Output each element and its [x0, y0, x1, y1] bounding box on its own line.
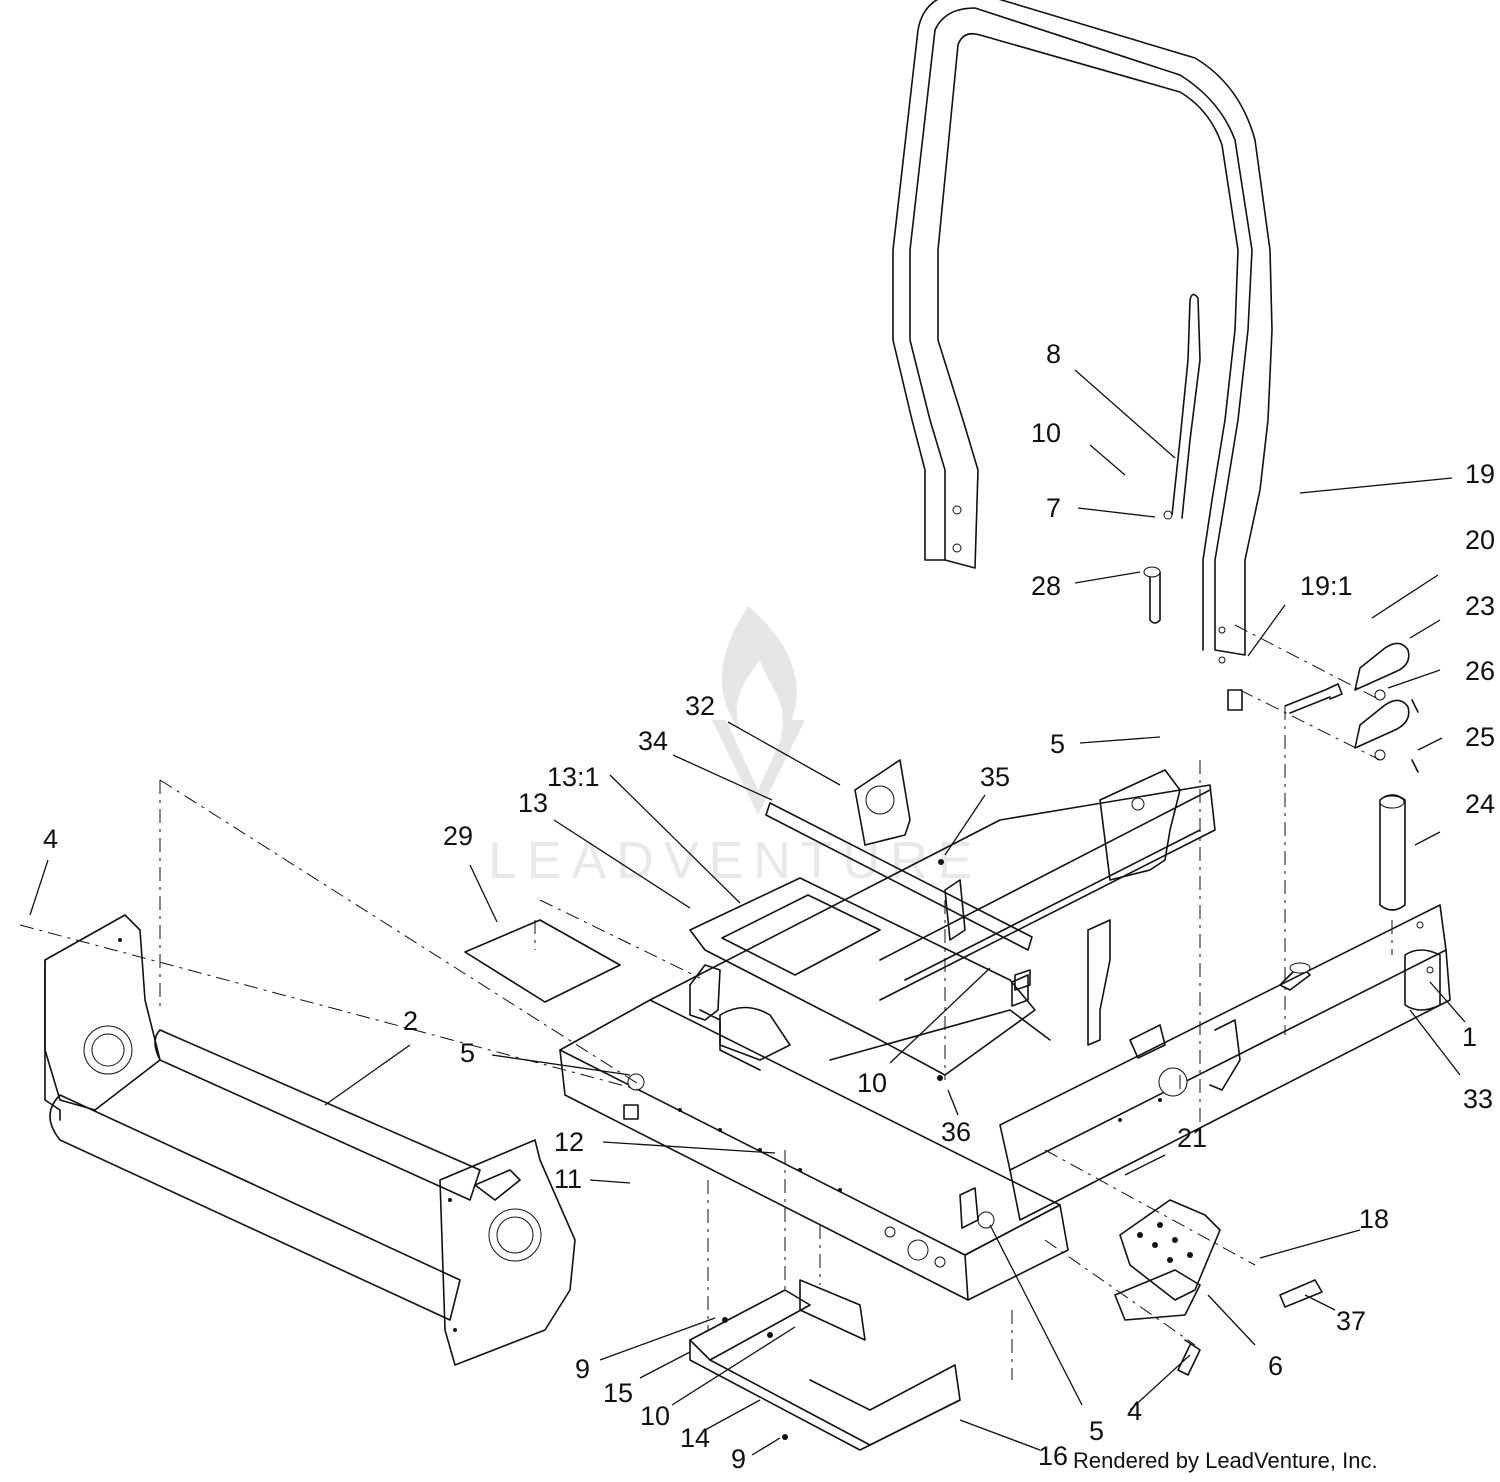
watermark-text: LEADVENTURE	[488, 832, 982, 890]
callout-35: 35	[980, 762, 1010, 792]
callout-18: 18	[1359, 1204, 1389, 1234]
callout-20: 20	[1465, 525, 1495, 555]
callout-13-1: 13:1	[547, 762, 600, 792]
footrest	[1114, 1199, 1323, 1376]
credit-text: Rendered by LeadVenture, Inc.	[1073, 1448, 1378, 1473]
callout-13: 13	[518, 788, 548, 818]
callout-6: 6	[1268, 1351, 1283, 1381]
battery-tray	[689, 1279, 961, 1451]
callout-37: 37	[1336, 1306, 1366, 1336]
front-axle-assembly	[44, 914, 576, 1366]
callout-14: 14	[680, 1423, 710, 1453]
roll-bar	[892, 0, 1273, 711]
watermark-logo	[712, 606, 805, 815]
callout-16: 16	[1038, 1441, 1068, 1471]
callout-10: 10	[640, 1401, 670, 1431]
callout-5: 5	[1089, 1416, 1104, 1446]
callout-19-1: 19:1	[1300, 571, 1353, 601]
callout-21: 21	[1177, 1123, 1207, 1153]
roll-bar-hardware	[1284, 642, 1441, 1011]
callout-1: 1	[1462, 1022, 1477, 1052]
alignment-lines	[19, 624, 1393, 1380]
callout-32: 32	[685, 691, 715, 721]
callout-8: 8	[1046, 339, 1061, 369]
callout-33: 33	[1463, 1084, 1493, 1114]
callout-29: 29	[443, 821, 473, 851]
callout-34: 34	[638, 726, 668, 756]
callout-19: 19	[1465, 459, 1495, 489]
rear-frame-rail	[999, 904, 1451, 1221]
callout-10: 10	[857, 1068, 887, 1098]
callout-10: 10	[1031, 418, 1061, 448]
callout-9: 9	[731, 1444, 746, 1474]
callout-24: 24	[1465, 789, 1495, 819]
callout-7: 7	[1046, 493, 1061, 523]
callout-9: 9	[575, 1354, 590, 1384]
hitch-pin	[1143, 293, 1201, 624]
callout-23: 23	[1465, 591, 1495, 621]
callout-36: 36	[941, 1117, 971, 1147]
callout-15: 15	[603, 1378, 633, 1408]
callout-11: 11	[554, 1164, 582, 1194]
callout-5: 5	[1050, 729, 1065, 759]
callout-4: 4	[43, 824, 58, 854]
callout-26: 26	[1465, 656, 1495, 686]
callout-5: 5	[460, 1038, 475, 1068]
leader-lines	[29, 369, 1466, 1456]
callout-25: 25	[1465, 722, 1495, 752]
seat-plate	[464, 759, 1036, 1081]
callout-labels: 8 10 19 7 20 28 19:1 23 26 32 5 25 34 13…	[43, 339, 1495, 1474]
callout-12: 12	[554, 1127, 584, 1157]
callout-28: 28	[1031, 571, 1061, 601]
callout-4: 4	[1127, 1396, 1142, 1426]
callout-2: 2	[403, 1006, 418, 1036]
